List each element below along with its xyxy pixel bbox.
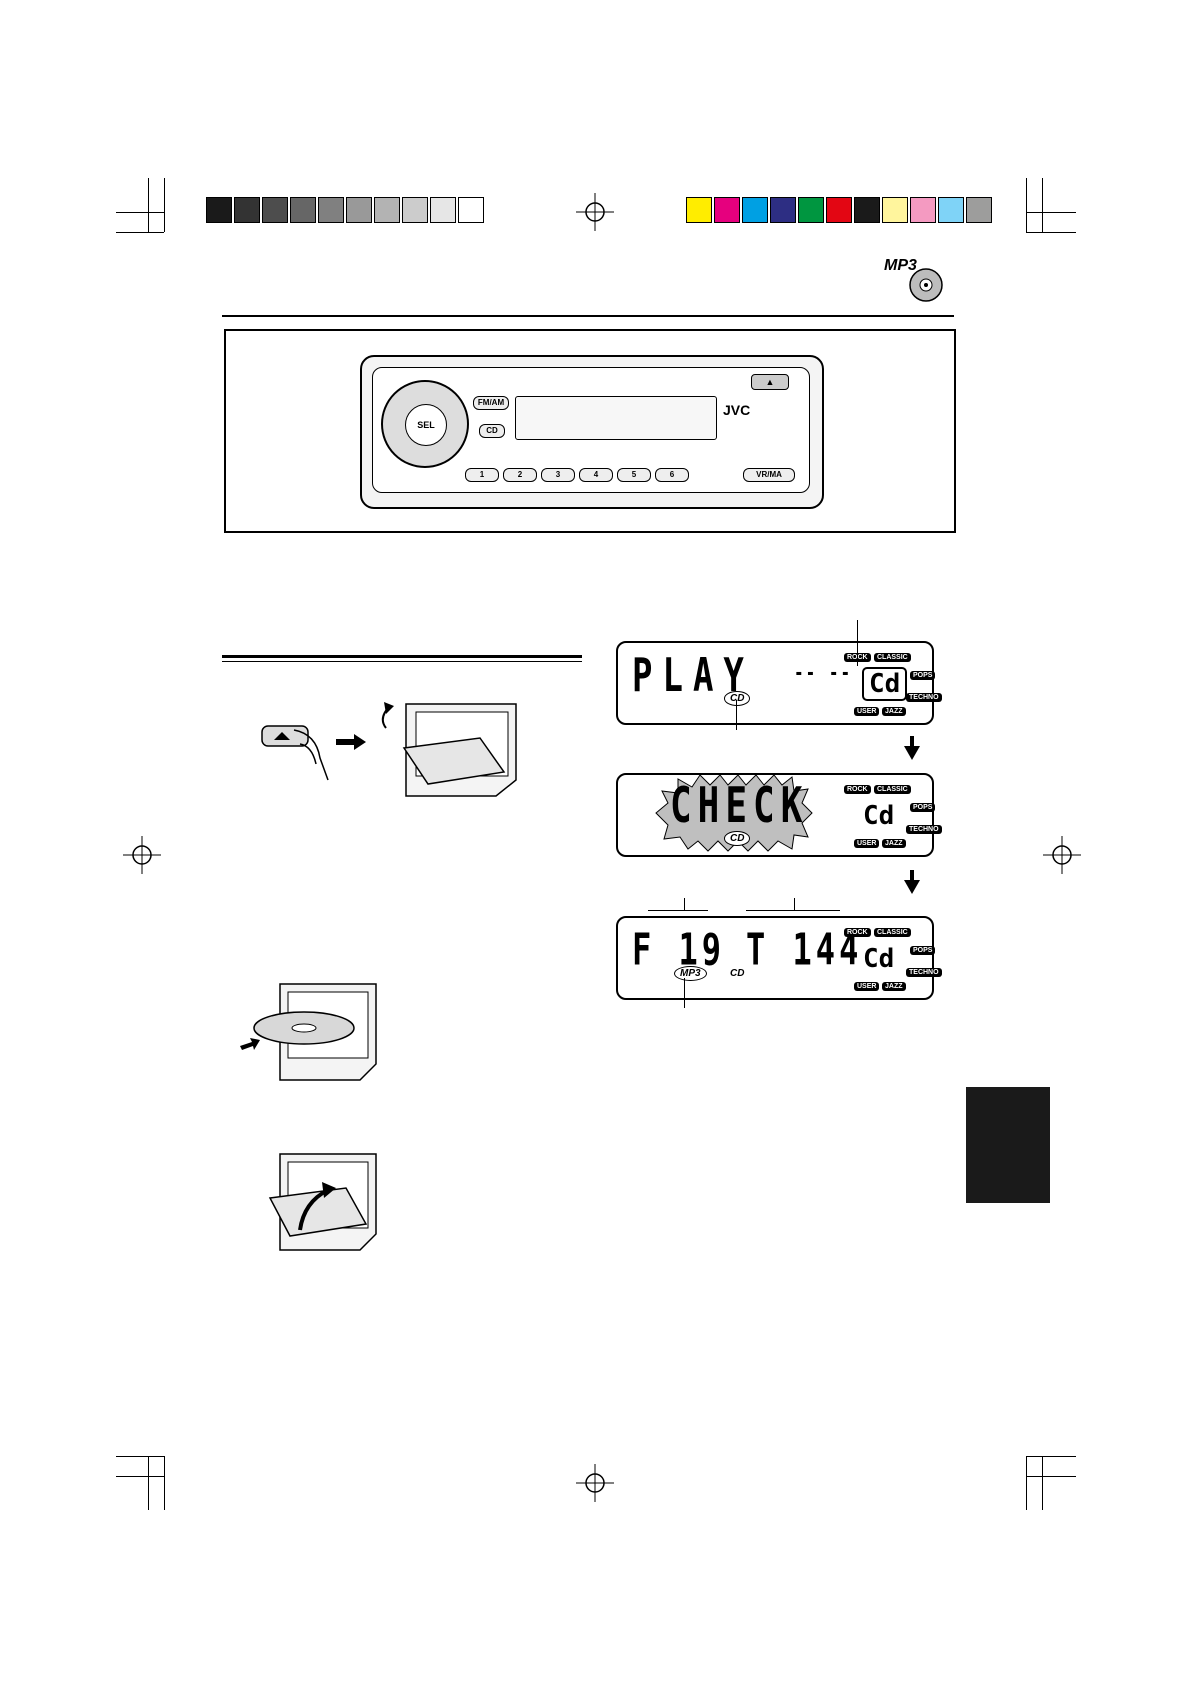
crop-mark xyxy=(164,1456,165,1510)
disc-insert-illustration xyxy=(240,983,377,1081)
preset-button-6[interactable]: 6 xyxy=(655,468,689,482)
registration-target-icon xyxy=(1043,836,1081,874)
crop-mark xyxy=(164,178,165,232)
lcd-folder-number: F 19 xyxy=(632,924,726,976)
mp3-logo-text: MP3 xyxy=(884,257,917,274)
gray-swatch xyxy=(234,197,260,223)
gray-swatch xyxy=(262,197,288,223)
crop-mark xyxy=(116,232,164,233)
gray-swatch xyxy=(206,197,232,223)
eq-indicator: ROCK CLASSIC POPS USER JAZZ TECHNO xyxy=(840,926,942,994)
lcd-display-check: CHECK Cd CD ROCK CLASSIC POPS USER JAZZ … xyxy=(616,773,942,857)
lcd-track-number: T 144 xyxy=(746,924,863,976)
preset-button-2[interactable]: 2 xyxy=(503,468,537,482)
volume-knob[interactable]: SEL xyxy=(381,380,469,468)
gray-swatch xyxy=(318,197,344,223)
callout-line xyxy=(684,898,685,910)
color-swatch xyxy=(938,197,964,223)
color-swatch xyxy=(686,197,712,223)
crop-mark xyxy=(148,178,149,232)
mp3-indicator: MP3 xyxy=(674,966,707,981)
crop-mark xyxy=(1026,1456,1027,1510)
language-thumb-tab xyxy=(966,1087,1050,1203)
color-swatch xyxy=(742,197,768,223)
registration-target-icon xyxy=(123,836,161,874)
gray-swatch xyxy=(346,197,372,223)
registration-target-icon xyxy=(576,193,614,231)
fm-am-button[interactable]: FM/AM xyxy=(473,396,509,410)
crop-mark xyxy=(1026,178,1027,232)
crop-mark xyxy=(1026,1476,1076,1477)
lcd-source-indicator: Cd xyxy=(863,944,895,974)
lcd-display-play: PLAY -- -- Cd CD ROCK CLASSIC POPS USER … xyxy=(616,641,942,725)
callout-line xyxy=(684,978,685,1008)
arrow-down-icon xyxy=(904,870,920,894)
gray-swatch xyxy=(374,197,400,223)
header-rule xyxy=(222,315,954,317)
brand-logo: JVC xyxy=(723,402,751,418)
color-swatch xyxy=(714,197,740,223)
blink-burst-icon xyxy=(655,774,813,852)
gray-swatch xyxy=(290,197,316,223)
eq-indicator: ROCK CLASSIC POPS USER JAZZ TECHNO xyxy=(840,651,942,719)
arrow-right-icon xyxy=(336,734,366,750)
bracket-folder xyxy=(648,910,708,911)
gray-swatch xyxy=(458,197,484,223)
gray-swatch xyxy=(430,197,456,223)
preset-button-3[interactable]: 3 xyxy=(541,468,575,482)
preset-button-1[interactable]: 1 xyxy=(465,468,499,482)
preset-button-4[interactable]: 4 xyxy=(579,468,613,482)
callout-line xyxy=(736,700,737,730)
color-swatch xyxy=(882,197,908,223)
section-rule-thin xyxy=(222,661,582,662)
crop-mark xyxy=(1026,232,1076,233)
panel-close-illustration xyxy=(268,1153,377,1251)
cd-indicator: CD xyxy=(724,691,751,706)
crop-mark xyxy=(116,1476,164,1477)
lcd-main-text: CHECK xyxy=(670,779,809,835)
callout-line xyxy=(794,898,795,910)
panel-open-illustration xyxy=(381,702,517,797)
color-swatch xyxy=(770,197,796,223)
crop-mark xyxy=(1042,1456,1043,1510)
color-swatch xyxy=(910,197,936,223)
section-rule xyxy=(222,655,582,658)
lcd-source-indicator: Cd xyxy=(862,667,908,701)
color-swatch xyxy=(854,197,880,223)
cd-button[interactable]: CD xyxy=(479,424,505,438)
gray-swatch xyxy=(402,197,428,223)
crop-mark xyxy=(148,1456,149,1510)
color-swatch xyxy=(826,197,852,223)
radio-lcd-window xyxy=(515,396,717,440)
arrow-down-icon xyxy=(904,736,920,760)
cd-indicator: CD xyxy=(724,831,751,846)
crop-mark xyxy=(116,212,164,213)
eject-press-illustration xyxy=(261,725,329,781)
bracket-track xyxy=(746,910,840,911)
registration-target-icon xyxy=(576,1464,614,1502)
eq-indicator: ROCK CLASSIC POPS USER JAZZ TECHNO xyxy=(840,783,942,851)
eject-button[interactable]: ▲ xyxy=(751,374,789,390)
vr-ma-button[interactable]: VR/MA xyxy=(743,468,795,482)
mp3-logo: MP3 xyxy=(884,257,944,307)
crop-mark xyxy=(1026,1456,1076,1457)
color-swatch xyxy=(798,197,824,223)
callout-line xyxy=(857,620,858,666)
crop-mark xyxy=(1026,212,1076,213)
preset-button-5[interactable]: 5 xyxy=(617,468,651,482)
lcd-source-indicator: Cd xyxy=(863,801,895,831)
sel-button[interactable]: SEL xyxy=(405,404,447,446)
crop-mark xyxy=(1042,178,1043,232)
crop-mark xyxy=(116,1456,164,1457)
cd-indicator: CD xyxy=(724,966,751,981)
color-swatch xyxy=(966,197,992,223)
lcd-display-mp3: F 19 T 144 Cd MP3 CD ROCK CLASSIC POPS U… xyxy=(616,916,942,1000)
lcd-secondary-text: -- -- xyxy=(794,659,853,685)
disc-icon xyxy=(909,268,943,302)
